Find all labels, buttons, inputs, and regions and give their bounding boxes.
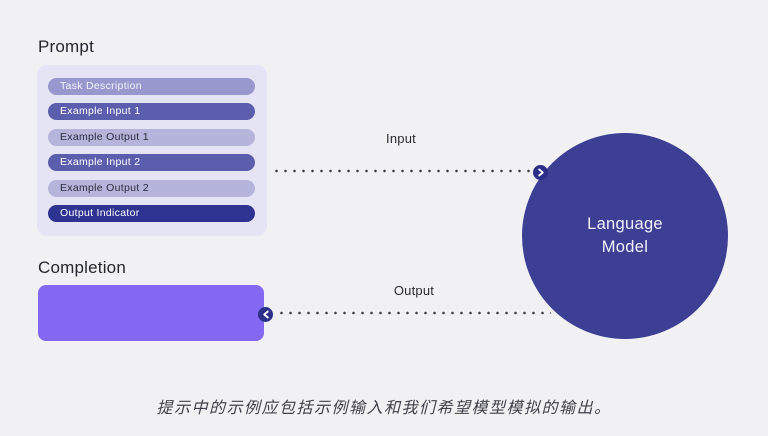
language-model-label: Language Model — [587, 215, 663, 256]
prompt-container: Task Description Example Input 1 Example… — [37, 65, 267, 236]
pill-example-input-2: Example Input 2 — [48, 154, 255, 172]
pill-example-output-1: Example Output 1 — [48, 128, 255, 146]
output-arrow-badge — [258, 307, 273, 322]
diagram-caption: 提示中的示例应包括示例输入和我们希望模型模拟的输出。 — [156, 400, 612, 417]
pill-example-input-1: Example Input 1 — [48, 103, 255, 121]
pill-example-output-2: Example Output 2 — [48, 179, 255, 197]
chevron-right-icon — [537, 168, 545, 177]
completion-heading: Completion — [38, 258, 126, 277]
language-model-node: Language Model — [522, 133, 728, 339]
output-dotted-connector — [277, 311, 551, 315]
pill-task-description: Task Description — [48, 78, 255, 95]
input-arrow-badge — [533, 165, 548, 180]
input-label: Input — [386, 131, 416, 146]
pill-output-indicator: Output Indicator — [48, 204, 255, 222]
chevron-left-icon — [262, 310, 270, 319]
output-label: Output — [393, 283, 435, 298]
completion-block — [38, 285, 264, 341]
input-dotted-connector — [272, 169, 530, 173]
prompt-heading: Prompt — [38, 37, 94, 56]
